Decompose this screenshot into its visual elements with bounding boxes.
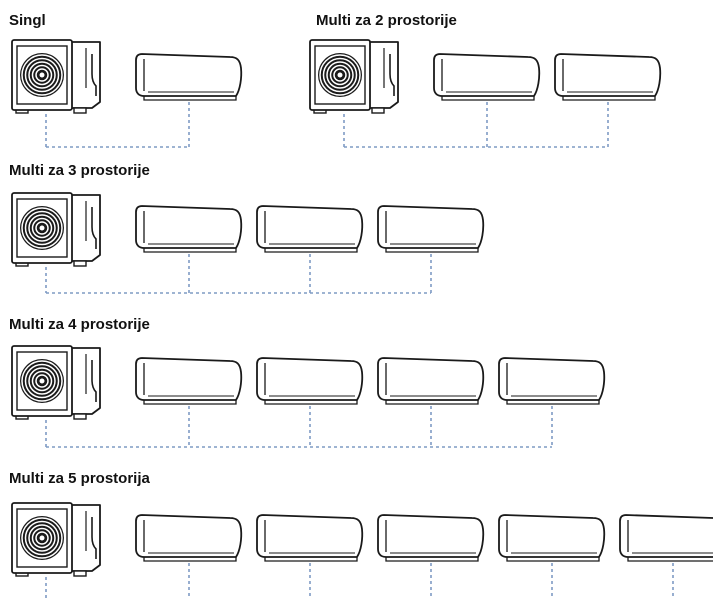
indoor-unit-multi4-1 <box>135 357 243 405</box>
indoor-unit-multi4-2 <box>256 357 364 405</box>
label-multi2: Multi za 2 prostorije <box>316 12 457 29</box>
outdoor-unit-singl <box>11 39 101 114</box>
label-multi4: Multi za 4 prostorije <box>9 316 150 333</box>
label-multi5: Multi za 5 prostorija <box>9 470 150 487</box>
outdoor-unit-multi3 <box>11 192 101 267</box>
indoor-unit-multi5-5 <box>619 514 713 562</box>
indoor-unit-multi4-4 <box>498 357 606 405</box>
indoor-unit-multi5-3 <box>377 514 485 562</box>
indoor-unit-singl-1 <box>135 53 243 101</box>
indoor-unit-multi5-1 <box>135 514 243 562</box>
indoor-unit-multi5-4 <box>498 514 606 562</box>
label-multi3: Multi za 3 prostorije <box>9 162 150 179</box>
outdoor-unit-multi4 <box>11 345 101 420</box>
indoor-unit-multi3-3 <box>377 205 485 253</box>
indoor-unit-multi4-3 <box>377 357 485 405</box>
label-singl: Singl <box>9 12 46 29</box>
outdoor-unit-multi5 <box>11 502 101 577</box>
indoor-unit-multi2-2 <box>554 53 662 101</box>
indoor-unit-multi2-1 <box>433 53 541 101</box>
indoor-unit-multi3-2 <box>256 205 364 253</box>
indoor-unit-multi5-2 <box>256 514 364 562</box>
outdoor-unit-multi2 <box>309 39 399 114</box>
indoor-unit-multi3-1 <box>135 205 243 253</box>
